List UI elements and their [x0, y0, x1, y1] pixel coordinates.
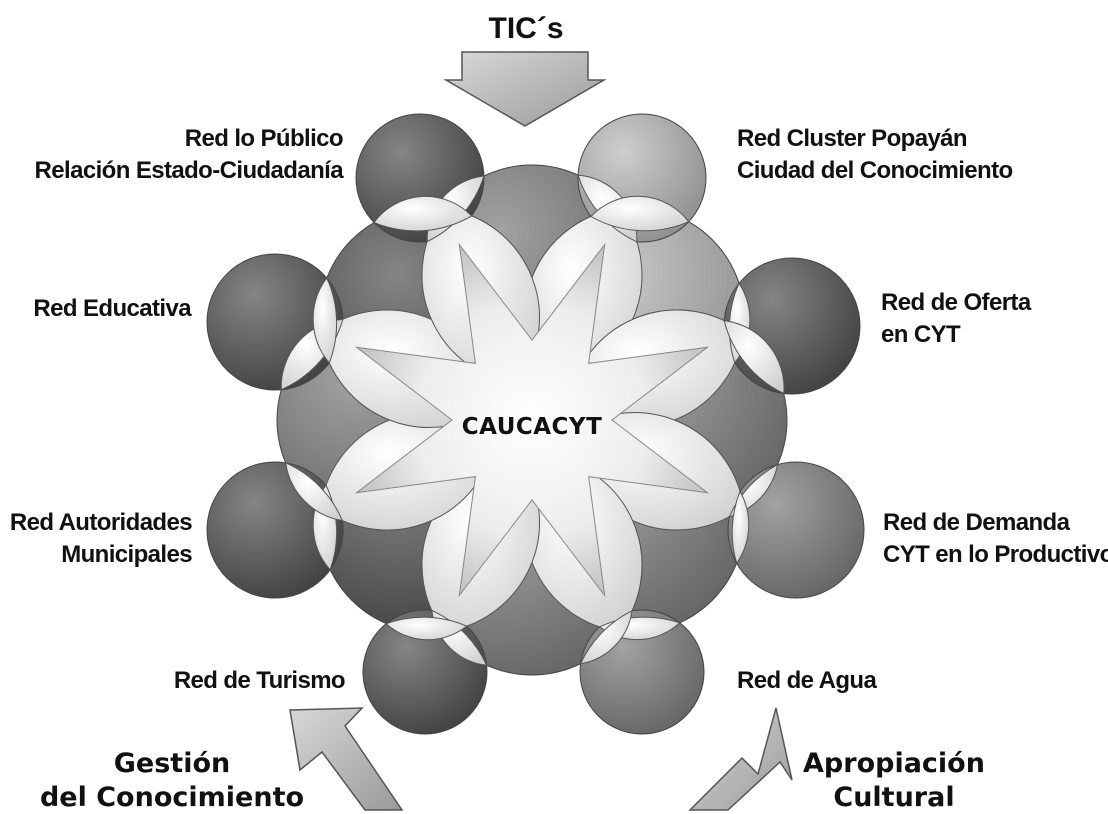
label-red-oferta-2: en CYT [881, 321, 961, 348]
label-gestion-1: Gestión [114, 748, 230, 779]
label-red-demanda-2: CYT en lo Productivo [883, 541, 1108, 568]
label-red-cluster-1: Red Cluster Popayán [737, 125, 967, 152]
label-red-autoridades-1: Red Autoridades [10, 509, 192, 536]
label-apropiacion-1: Apropiación [803, 748, 985, 779]
tics-arrow [446, 52, 604, 126]
label-red-autoridades-2: Municipales [61, 541, 192, 568]
label-red-demanda-1: Red de Demanda [883, 509, 1071, 536]
label-apropiacion-2: Cultural [833, 782, 954, 813]
label-red-turismo: Red de Turismo [174, 667, 345, 694]
label-red-cluster-2: Ciudad del Conocimiento [737, 157, 1013, 184]
label-red-educativa: Red Educativa [33, 295, 192, 322]
label-red-agua: Red de Agua [737, 667, 877, 694]
label-red-publico-1: Red lo Público [185, 125, 343, 152]
apropiacion-arrow [690, 708, 792, 810]
label-gestion-2: del Conocimiento [40, 782, 304, 813]
label-red-publico-2: Relación Estado-Ciudadanía [35, 157, 345, 184]
gestion-arrow [290, 708, 402, 810]
tics-label: TIC´s [489, 12, 564, 45]
label-red-oferta-1: Red de Oferta [881, 289, 1032, 316]
center-label: CAUCACYT [462, 414, 603, 440]
